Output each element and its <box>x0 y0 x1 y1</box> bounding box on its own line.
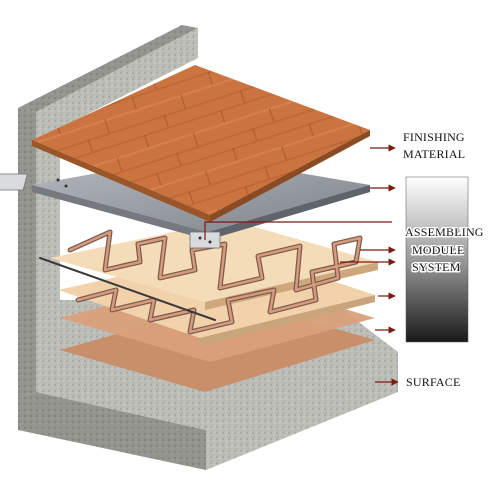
module-board-lower-edge <box>200 295 375 346</box>
label-surface: SURFACE <box>406 375 461 389</box>
legend-gradient-panel <box>405 176 469 343</box>
wood-floor-edge <box>210 130 370 222</box>
labels: FINISHING MATERIAL ASSEMBLING ASSEMBLING… <box>403 130 484 389</box>
label-finishing-line2: MATERIAL <box>403 147 465 161</box>
junction-wire <box>204 221 392 240</box>
module-board-upper <box>50 220 378 302</box>
wood-floor-top <box>32 65 370 215</box>
base-front-right <box>206 352 398 470</box>
steel-plate-edge <box>208 185 370 240</box>
label-assembling-line1-halo: ASSEMBLING <box>405 225 482 239</box>
heating-rod <box>39 257 216 321</box>
label-assembling-line2: MODULE <box>412 243 465 257</box>
label-assembling-line2-halo: MODULE <box>412 243 463 257</box>
base-front-left <box>18 392 206 470</box>
wall-face <box>36 28 198 392</box>
wall-top <box>18 25 198 112</box>
heating-pipes <box>39 229 363 335</box>
label-assembling-line3-halo: SYSTEM <box>412 260 460 274</box>
label-assembling-line1: ASSEMBLING <box>405 225 484 239</box>
heating-pipe-loop-highlight <box>68 230 362 334</box>
label-assembling-line3: SYSTEM <box>412 260 461 274</box>
label-finishing-line1: FINISHING <box>403 130 465 144</box>
wood-floor <box>32 65 370 222</box>
wood-floor-edge-left <box>32 140 210 222</box>
wall-side <box>18 108 36 398</box>
junction-box-left <box>0 173 68 191</box>
leader-arrows <box>340 144 399 386</box>
steel-plate-edge-left <box>32 185 208 240</box>
